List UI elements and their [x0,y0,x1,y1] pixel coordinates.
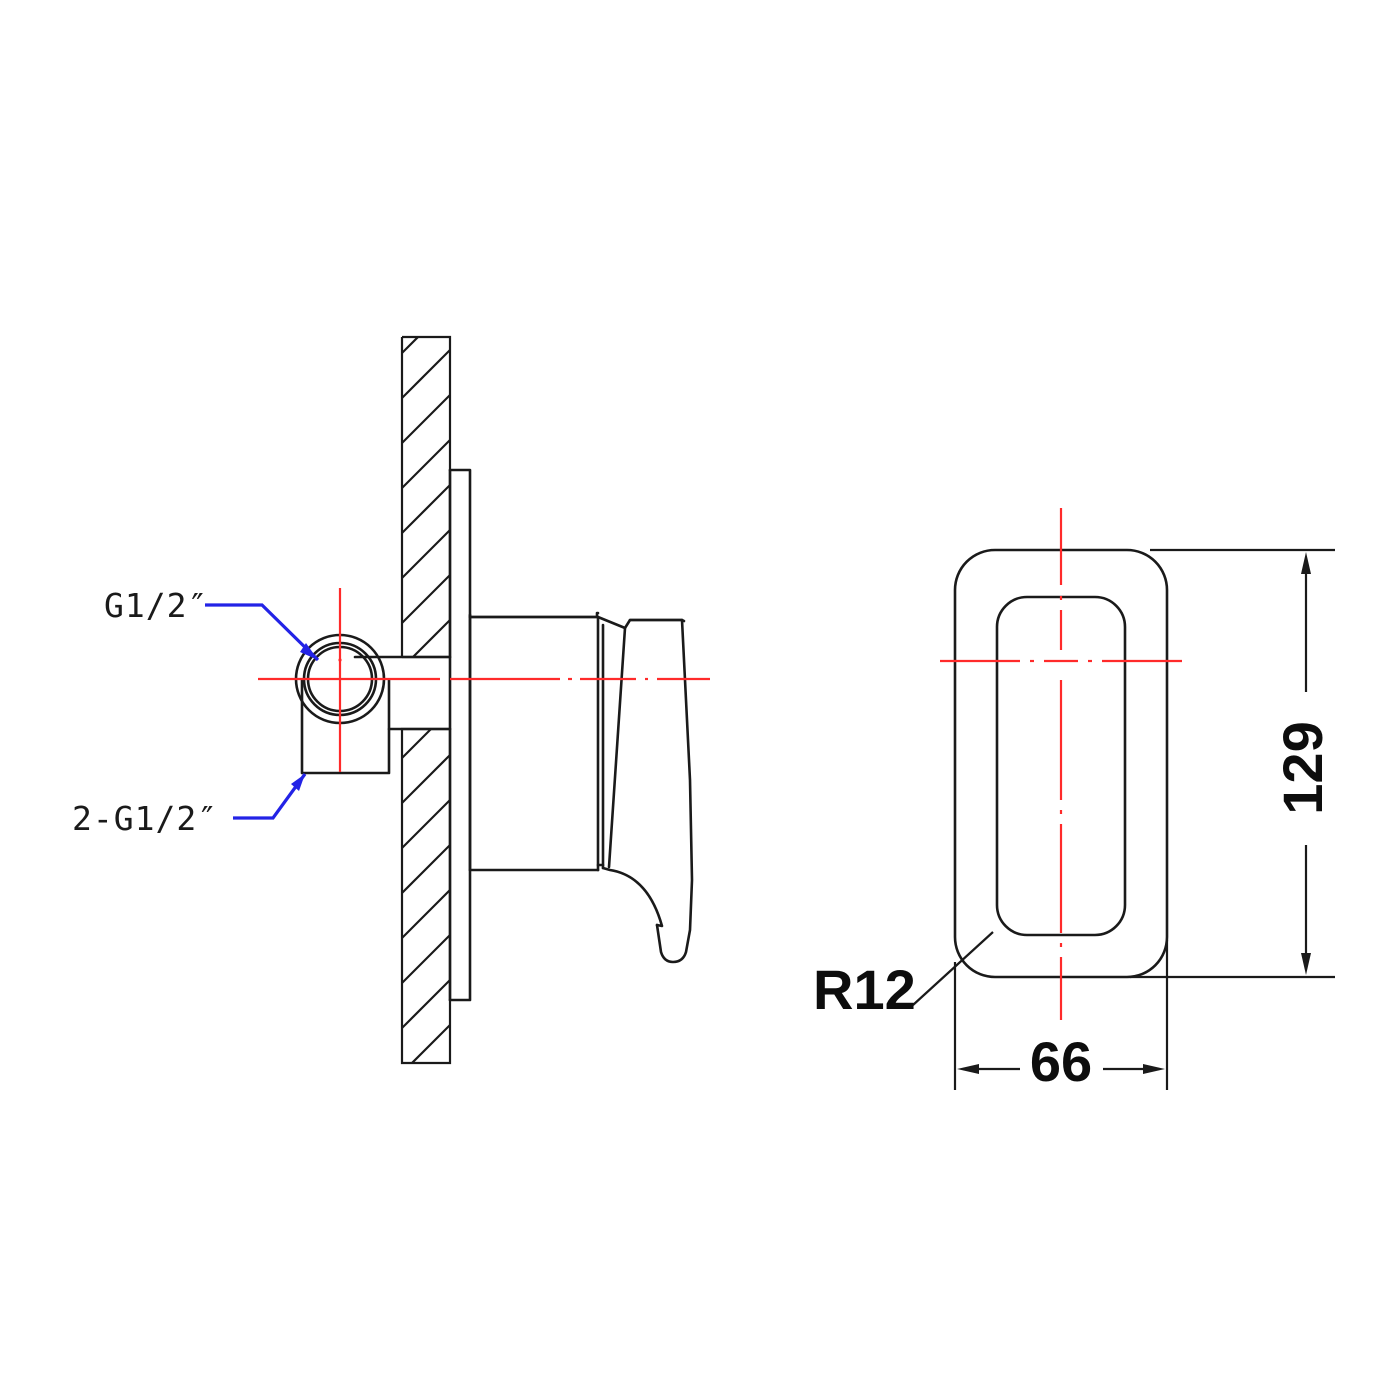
handle-top-shoulder [596,615,686,630]
flange-plate-outline [448,468,472,1002]
thread-callout-top-label: G1/2″ [104,586,208,625]
wall-pipe-opening [400,657,454,729]
width-dimension-label: 66 [1030,1030,1092,1093]
leader-arrow-top [300,643,318,660]
width-arrow-right [1143,1064,1165,1074]
width-arrow-left [957,1064,979,1074]
centerline-dot [338,658,342,662]
centerlines-section [258,588,710,772]
wall-section [400,335,454,1065]
inlet-block-outline [300,678,391,775]
side-section-view: G1/2″ 2-G1/2″ [72,335,710,1065]
handle-inner-left-edge [607,626,627,869]
wall-outline-upper [402,335,452,659]
leader-arrow-bottom [291,774,305,791]
lever-handle [596,615,694,964]
radius-leader-line [912,931,994,1006]
handle-right-outer-edge [655,618,694,964]
leader-line-bottom [233,773,307,820]
width-dimension: 66 [953,940,1169,1093]
leader-thread-top [205,603,320,662]
radius-callout-label: R12 [813,958,916,1021]
valve-body-cylinder [468,611,605,872]
leader-line-top [205,603,320,662]
centerlines-front [940,508,1182,1020]
thread-callout-bottom-label: 2-G1/2″ [72,799,218,838]
height-arrow-bottom [1301,953,1311,975]
wall-hatch-upper [402,337,450,1063]
handle-lower-curve [601,866,664,928]
hatch-lines [402,337,450,1063]
height-arrow-top [1301,552,1311,574]
height-dimension-label: 129 [1271,721,1334,814]
front-face-plate-view: R12 129 [813,508,1335,1093]
leader-thread-bottom [233,773,307,820]
leader-radius: R12 [813,931,994,1021]
height-dimension: 129 [1130,548,1335,979]
escutcheon-flange [448,468,472,1002]
